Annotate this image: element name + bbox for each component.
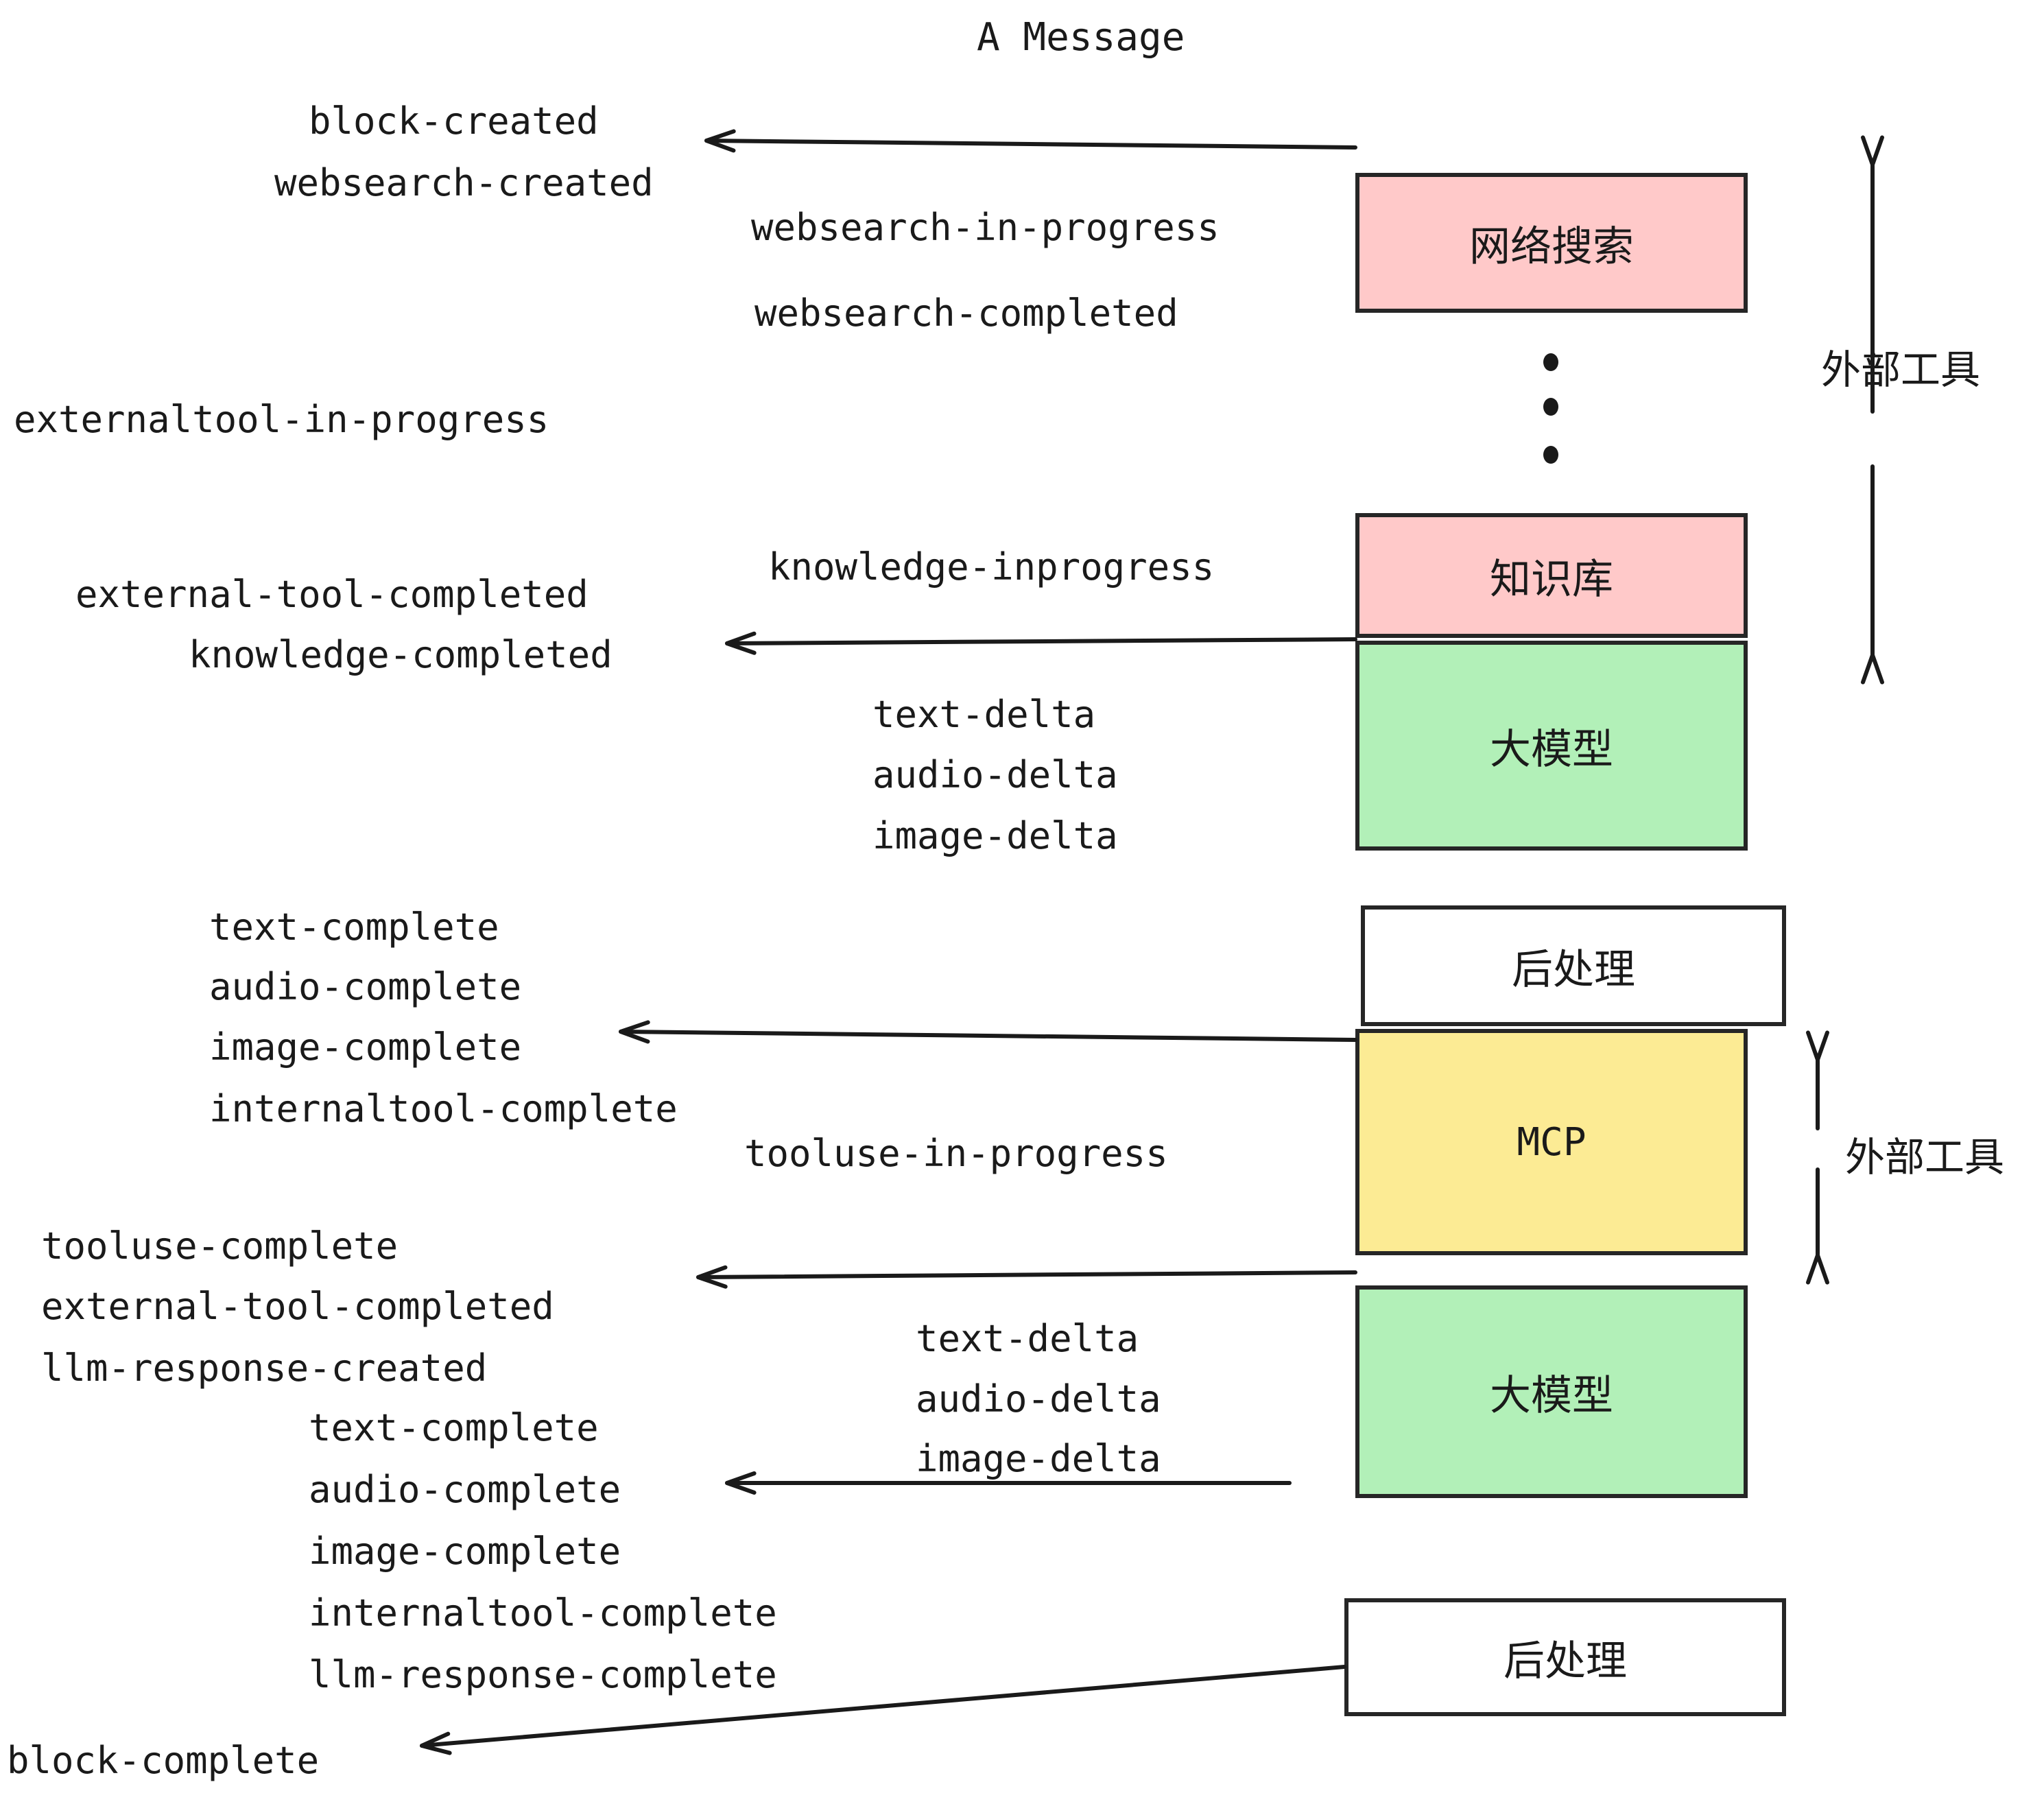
ellipsis-dot-icon [1543,446,1558,464]
ellipsis-dot-icon [1543,353,1558,371]
ellipsis-dot-icon [1543,398,1558,416]
arrow-block-created-head [704,129,736,153]
event-label-block-complete: block-complete [7,1739,320,1782]
arrow-knowledge-done [725,631,1357,655]
node-box-websearch: 网络搜索 [1355,173,1748,313]
arrow-tooluse-done [696,1265,1357,1289]
arrow-image-complete-line [619,1030,1357,1042]
side-label-external-tools-bottom: 外部工具 [1845,1134,2005,1180]
event-label-text-delta-1: text-delta [872,693,1096,736]
external-tools-range-top-down-head [1860,653,1885,685]
arrow-tooluse-done-line [696,1270,1357,1279]
arrow-knowledge-done-head [725,631,757,655]
event-label-audio-complete-1: audio-complete [209,965,522,1008]
event-label-block-created: block-created [309,99,599,143]
event-label-text-complete-2: text-complete [309,1406,599,1449]
event-label-llm-response-complete: llm-response-complete [309,1653,777,1696]
event-label-image-delta-2: image-delta [916,1437,1161,1480]
event-label-internaltool-complete-2: internaltool-complete [309,1591,777,1635]
page-title: A Message [977,15,1185,60]
event-label-tooluse-in-progress: tooluse-in-progress [744,1132,1168,1175]
arrow-block-complete-head [420,1731,452,1755]
arrow-tooluse-done-head [696,1265,728,1289]
event-label-knowledge-inprogress: knowledge-inprogress [768,545,1215,589]
event-label-llm-response-created: llm-response-created [41,1346,488,1390]
arrow-block-created-line [704,139,1357,150]
event-label-websearch-completed: websearch-completed [754,292,1178,335]
event-label-external-tool-completed-2: external-tool-completed [41,1285,554,1328]
arrow-image-complete [619,1020,1357,1044]
event-label-text-delta-2: text-delta [916,1317,1139,1360]
arrow-knowledge-done-line [725,637,1357,645]
event-label-image-complete-2: image-complete [309,1530,621,1573]
external-tools-range-bottom-down-head [1805,1253,1830,1285]
node-box-postprocess-2: 后处理 [1344,1598,1786,1716]
event-label-image-complete-1: image-complete [209,1025,522,1069]
side-label-external-tools-top: 外部工具 [1821,346,1981,393]
event-label-audio-delta-1: audio-delta [872,753,1118,796]
event-label-text-complete-1: text-complete [209,905,499,949]
event-label-tooluse-complete: tooluse-complete [41,1224,399,1268]
event-label-audio-complete-2: audio-complete [309,1468,621,1511]
node-box-mcp: MCP [1355,1029,1748,1255]
node-box-llm-1: 大模型 [1355,641,1748,851]
external-tools-range-bottom [1805,1030,1830,1285]
node-box-knowledge: 知识库 [1355,513,1748,638]
external-tools-range-bottom-up-head [1805,1030,1830,1062]
arrow-block-created [704,129,1357,153]
node-box-llm-2: 大模型 [1355,1285,1748,1498]
event-label-externaltool-in-progress: externaltool-in-progress [14,398,549,441]
event-label-websearch-in-progress: websearch-in-progress [751,206,1220,249]
external-tools-range-top-up-head [1860,135,1885,167]
event-label-knowledge-completed: knowledge-completed [189,633,613,676]
event-label-websearch-created: websearch-created [274,161,654,204]
event-label-internaltool-complete-1: internaltool-complete [209,1087,678,1130]
event-label-image-delta-1: image-delta [872,814,1118,857]
node-box-postprocess-1: 后处理 [1361,905,1786,1026]
external-tools-range-top [1860,135,1885,685]
arrow-image-complete-head [619,1020,650,1044]
event-label-external-tool-completed-1: external-tool-completed [75,573,589,616]
event-label-audio-delta-2: audio-delta [916,1377,1161,1421]
arrow-audio-complete-head [725,1471,757,1495]
